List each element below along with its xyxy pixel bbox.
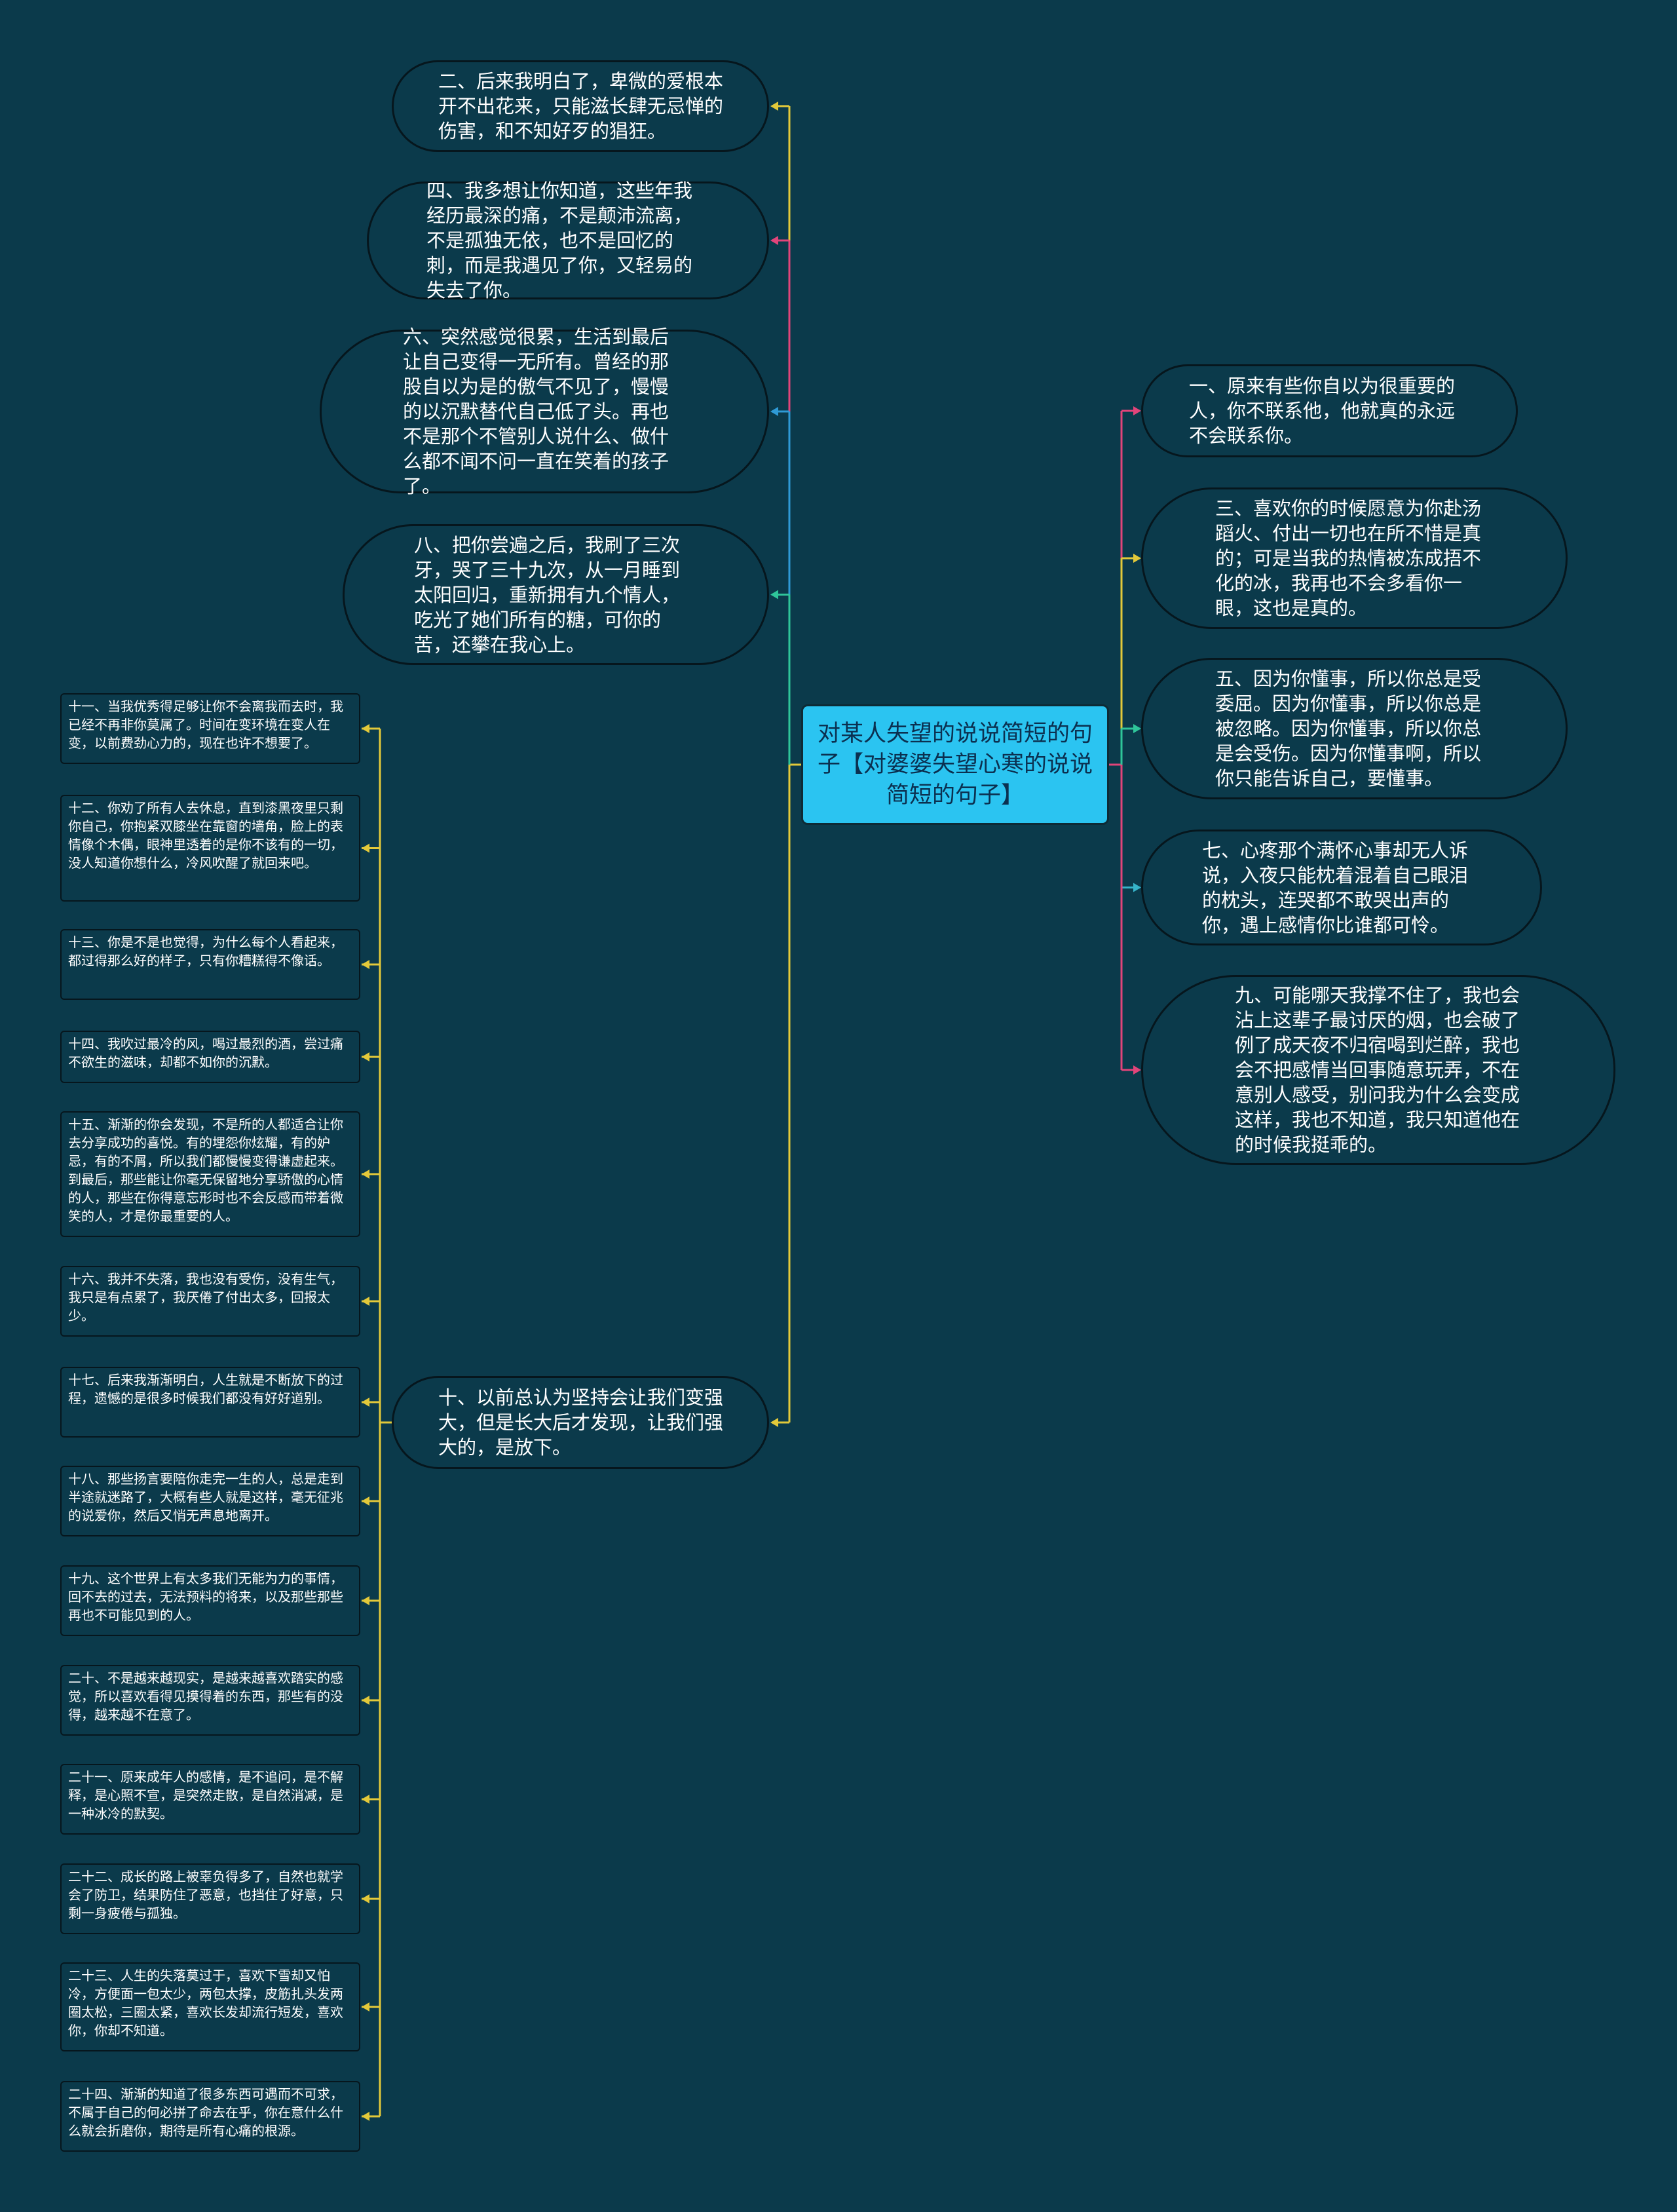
sub-note-14[interactable]: 十四、我吹过最冷的风，喝过最烈的酒，尝过痛不欲生的滋味，却都不如你的沉默。 (60, 1031, 360, 1083)
branch-text: 八、把你尝遍之后，我刷了三次牙，哭了三十九次，从一月睡到太阳回归，重新拥有九个情… (414, 533, 681, 656)
arrow-head (362, 1894, 369, 1903)
arrow-head (770, 236, 778, 245)
sub-note-11[interactable]: 十一、当我优秀得足够让你不会离我而去时，我已经不再非你莫属了。时间在变环境在变人… (60, 693, 360, 764)
arrow-head (770, 102, 778, 111)
arrow-head (362, 1398, 369, 1407)
sub-note-16[interactable]: 十六、我并不失落，我也没有受伤，没有生气，我只是有点累了，我厌倦了付出太多，回报… (60, 1266, 360, 1337)
branch-text: 五、因为你懂事，所以你总是受委屈。因为你懂事，所以你总是被忽略。因为你懂事，所以… (1215, 668, 1482, 790)
arrow-head (362, 843, 369, 853)
branch-text: 三、喜欢你的时候愿意为你赴汤蹈火、付出一切也在所不惜是真的；可是当我的热情被冻成… (1215, 497, 1482, 619)
arrow-head (1133, 724, 1141, 733)
sub-note-17[interactable]: 十七、后来我渐渐明白，人生就是不断放下的过程，遗憾的是很多时候我们都没有好好道别… (60, 1367, 360, 1438)
sub-note-21[interactable]: 二十一、原来成年人的感情，是不追问，是不解释，是心照不宣，是突然走散，是自然消减… (60, 1764, 360, 1835)
sub-note-12[interactable]: 十二、你劝了所有人去休息，直到漆黑夜里只剩你自己，你抱紧双膝坐在靠窗的墙角，脸上… (60, 795, 360, 902)
sub-note-13[interactable]: 十三、你是不是也觉得，为什么每个人看起来，都过得那么好的样子，只有你糟糕得不像话… (60, 929, 360, 1000)
branch-text: 七、心疼那个满怀心事却无人诉说，入夜只能枕着混着自己眼泪的枕头，连哭都不敢哭出声… (1202, 839, 1469, 936)
arrow-head (362, 2002, 369, 2012)
branch-right-5[interactable]: 九、可能哪天我撑不住了，我也会沾上这辈子最讨厌的烟，也会破了例了成天夜不归宿喝到… (1141, 975, 1615, 1165)
arrow-head (362, 724, 369, 733)
arrow-head (1133, 883, 1141, 892)
branch-left-5[interactable]: 十、以前总认为坚持会让我们变强大，但是长大后才发现，让我们强大的，是放下。 (392, 1376, 769, 1469)
arrow-head (1133, 406, 1141, 415)
branch-text: 六、突然感觉很累，生活到最后让自己变得一无所有。曾经的那股自以为是的傲气不见了，… (403, 326, 669, 497)
sub-note-22[interactable]: 二十二、成长的路上被辜负得多了，自然也就学会了防卫，结果防住了恶意，也挡住了好意… (60, 1863, 360, 1934)
sub-note-18[interactable]: 十八、那些扬言要陪你走完一生的人，总是走到半途就迷路了，大概有些人就是这样，毫无… (60, 1466, 360, 1536)
arrow-head (362, 1696, 369, 1705)
branch-left-1[interactable]: 二、后来我明白了，卑微的爱根本开不出花来，只能滋长肆无忌惮的伤害，和不知好歹的猖… (392, 60, 769, 152)
branch-text: 四、我多想让你知道，这些年我经历最深的痛，不是颠沛流离，不是孤独无依，也不是回忆… (426, 180, 693, 301)
branch-right-3[interactable]: 五、因为你懂事，所以你总是受委屈。因为你懂事，所以你总是被忽略。因为你懂事，所以… (1141, 658, 1568, 799)
root-topic[interactable]: 对某人失望的说说简短的句子【对婆婆失望心寒的说说简短的句子】 (801, 704, 1109, 825)
branch-text: 二、后来我明白了，卑微的爱根本开不出花来，只能滋长肆无忌惮的伤害，和不知好歹的猖… (438, 70, 724, 142)
branch-text: 九、可能哪天我撑不住了，我也会沾上这辈子最讨厌的烟，也会破了例了成天夜不归宿喝到… (1235, 984, 1520, 1156)
arrow-head (362, 960, 369, 969)
branch-left-3[interactable]: 六、突然感觉很累，生活到最后让自己变得一无所有。曾经的那股自以为是的傲气不见了，… (320, 326, 769, 497)
sub-note-15[interactable]: 十五、渐渐的你会发现，不是所的人都适合让你去分享成功的喜悦。有的埋怨你炫耀，有的… (60, 1111, 360, 1237)
branch-right-4[interactable]: 七、心疼那个满怀心事却无人诉说，入夜只能枕着混着自己眼泪的枕头，连哭都不敢哭出声… (1141, 830, 1542, 945)
branch-left-4[interactable]: 八、把你尝遍之后，我刷了三次牙，哭了三十九次，从一月睡到太阳回归，重新拥有九个情… (343, 524, 769, 665)
sub-note-20[interactable]: 二十、不是越来越现实，是越来越喜欢踏实的感觉，所以喜欢看得见摸得着的东西，那些有… (60, 1665, 360, 1736)
arrow-head (770, 1418, 778, 1427)
sub-note-24[interactable]: 二十四、渐渐的知道了很多东西可遇而不可求，不属于自己的何必拼了命去在乎，你在意什… (60, 2081, 360, 2152)
branch-text: 十、以前总认为坚持会让我们变强大，但是长大后才发现，让我们强大的，是放下。 (438, 1386, 724, 1459)
arrow-head (362, 1052, 369, 1061)
sub-note-19[interactable]: 十九、这个世界上有太多我们无能为力的事情，回不去的过去，无法预料的将来，以及那些… (60, 1565, 360, 1636)
sub-note-23[interactable]: 二十三、人生的失落莫过于，喜欢下雪却又怕冷，方便面一包太少，两包太撑，皮筋扎头发… (60, 1962, 360, 2051)
arrow-head (770, 407, 778, 416)
arrow-head (1133, 554, 1141, 563)
branch-right-1[interactable]: 一、原来有些你自以为很重要的人，你不联系他，他就真的永远不会联系你。 (1141, 364, 1518, 457)
arrow-head (362, 2112, 369, 2121)
arrow-head (362, 1297, 369, 1306)
branch-text: 一、原来有些你自以为很重要的人，你不联系他，他就真的永远不会联系你。 (1189, 375, 1456, 447)
arrow-head (362, 1596, 369, 1605)
arrow-head (362, 1795, 369, 1804)
arrow-head (362, 1170, 369, 1179)
arrow-head (1133, 1065, 1141, 1075)
arrow-head (770, 590, 778, 600)
branch-right-2[interactable]: 三、喜欢你的时候愿意为你赴汤蹈火、付出一切也在所不惜是真的；可是当我的热情被冻成… (1141, 487, 1568, 629)
branch-left-2[interactable]: 四、我多想让你知道，这些年我经历最深的痛，不是颠沛流离，不是孤独无依，也不是回忆… (367, 180, 769, 301)
arrow-head (362, 1497, 369, 1506)
